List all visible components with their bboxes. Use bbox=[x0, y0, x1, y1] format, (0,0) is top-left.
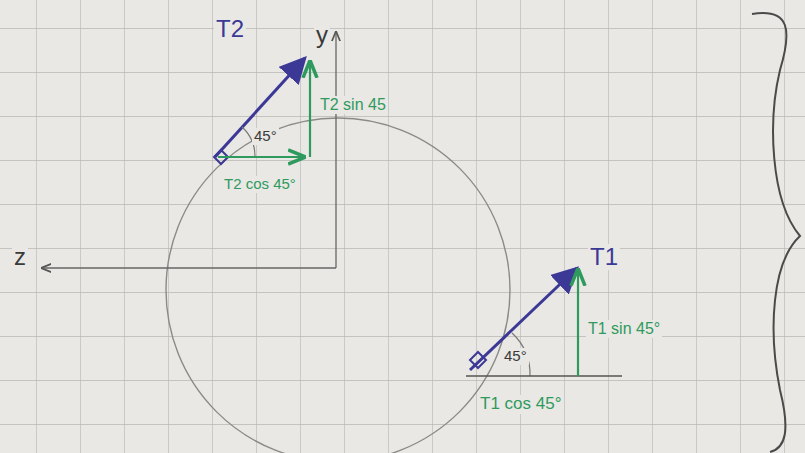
angle-label: 45° bbox=[502, 348, 529, 365]
component-label: T2 cos 45° bbox=[222, 176, 298, 193]
axis-name: z bbox=[12, 244, 28, 270]
component-label: T1 sin 45° bbox=[586, 320, 662, 338]
force-vector bbox=[215, 58, 305, 157]
curly-brace bbox=[752, 13, 800, 452]
force-vector bbox=[470, 268, 577, 370]
z-axis bbox=[42, 267, 336, 268]
y-axis bbox=[335, 32, 336, 268]
force-name: T1 bbox=[588, 244, 620, 270]
axis-name: y bbox=[314, 22, 330, 48]
component-arrow bbox=[309, 62, 311, 157]
component-label: T1 cos 45° bbox=[478, 395, 563, 414]
right-angle-mark bbox=[470, 352, 486, 368]
force-name: T2 bbox=[214, 16, 246, 42]
body-outline bbox=[166, 118, 510, 453]
angle-label: 45° bbox=[252, 128, 279, 145]
component-arrow bbox=[577, 270, 579, 376]
base-line bbox=[466, 375, 622, 377]
component-label: T2 sin 45 bbox=[318, 96, 388, 114]
component-arrow bbox=[218, 156, 304, 158]
